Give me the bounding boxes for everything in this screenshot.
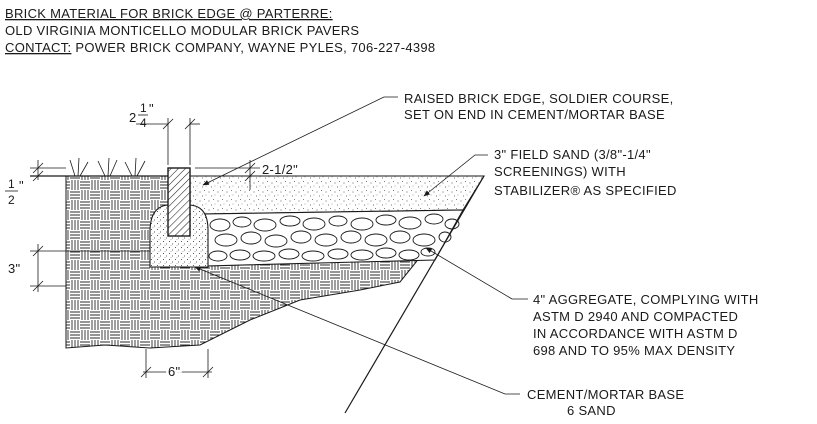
- dimension-brick-width: 2 1 4 ": [129, 101, 200, 165]
- header-material-title: BRICK MATERIAL FOR BRICK EDGE @ PARTERRE…: [5, 6, 333, 21]
- callout-aggregate-line2: ASTM D 2940 AND COMPACTED: [533, 309, 738, 324]
- callout-field-sand: 3" FIELD SAND (3/8"-1/4" SCREENINGS) WIT…: [494, 147, 677, 198]
- dimension-raise: 2-1/2": [195, 160, 298, 190]
- left-unit: ": [19, 178, 24, 193]
- soldier-course-brick: [167, 167, 191, 237]
- field-sand-layer: [189, 175, 485, 215]
- callout-raised-edge-line2: SET ON END IN CEMENT/MORTAR BASE: [404, 107, 665, 122]
- slope-line: [344, 175, 485, 414]
- callout-raised-edge: RAISED BRICK EDGE, SOLDIER COURSE, SET O…: [404, 91, 674, 122]
- brick-width-unit: ": [149, 101, 154, 116]
- callout-aggregate-line3: IN ACCORDANCE WITH ASTM D: [533, 326, 738, 341]
- aggregate-layer: [204, 209, 464, 267]
- header-contact: CONTACT: POWER BRICK COMPANY, WAYNE PYLE…: [5, 40, 435, 55]
- base-width-label: 6": [168, 364, 181, 379]
- grass-tufts: [69, 157, 146, 177]
- base-depth-label: 3": [8, 261, 21, 276]
- leader-raised-edge: [202, 96, 398, 186]
- contact-label: CONTACT:: [5, 40, 71, 55]
- dimension-base-depth: 3": [8, 244, 150, 292]
- aggregate-stones: [208, 213, 460, 262]
- brick-width-whole: 2: [129, 110, 137, 125]
- dimension-left: 1 2 ": [5, 160, 66, 207]
- callout-aggregate: 4" AGGREGATE, COMPLYING WITH ASTM D 2940…: [533, 292, 759, 358]
- left-denominator: 2: [8, 193, 15, 207]
- callout-field-sand-line1: 3" FIELD SAND (3/8"-1/4": [494, 147, 651, 162]
- callout-mortar-base-line2: 6 SAND: [567, 403, 616, 418]
- raise-label: 2-1/2": [262, 162, 298, 177]
- header-material-name: OLD VIRGINIA MONTICELLO MODULAR BRICK PA…: [5, 23, 359, 38]
- callout-mortar-base-line1: CEMENT/MORTAR BASE: [527, 387, 684, 402]
- leader-field-sand: [423, 154, 488, 197]
- callout-aggregate-line1: 4" AGGREGATE, COMPLYING WITH: [533, 292, 759, 307]
- brick-width-numerator: 1: [140, 101, 147, 115]
- callout-field-sand-line3: STABILIZER® AS SPECIFIED: [494, 183, 677, 198]
- leader-mortar-base: [194, 266, 520, 395]
- brick-width-denominator: 4: [140, 116, 147, 130]
- callout-aggregate-line4: 698 AND TO 95% MAX DENSITY: [533, 343, 735, 358]
- leader-aggregate: [425, 247, 528, 300]
- callout-raised-edge-line1: RAISED BRICK EDGE, SOLDIER COURSE,: [404, 91, 674, 106]
- dimension-base-width: 6": [140, 349, 214, 382]
- callout-mortar-base: CEMENT/MORTAR BASE 6 SAND: [527, 387, 684, 418]
- contact-text: POWER BRICK COMPANY, WAYNE PYLES, 706-22…: [71, 40, 435, 55]
- callout-field-sand-line2: SCREENINGS) WITH: [494, 164, 626, 179]
- left-numerator: 1: [8, 177, 15, 191]
